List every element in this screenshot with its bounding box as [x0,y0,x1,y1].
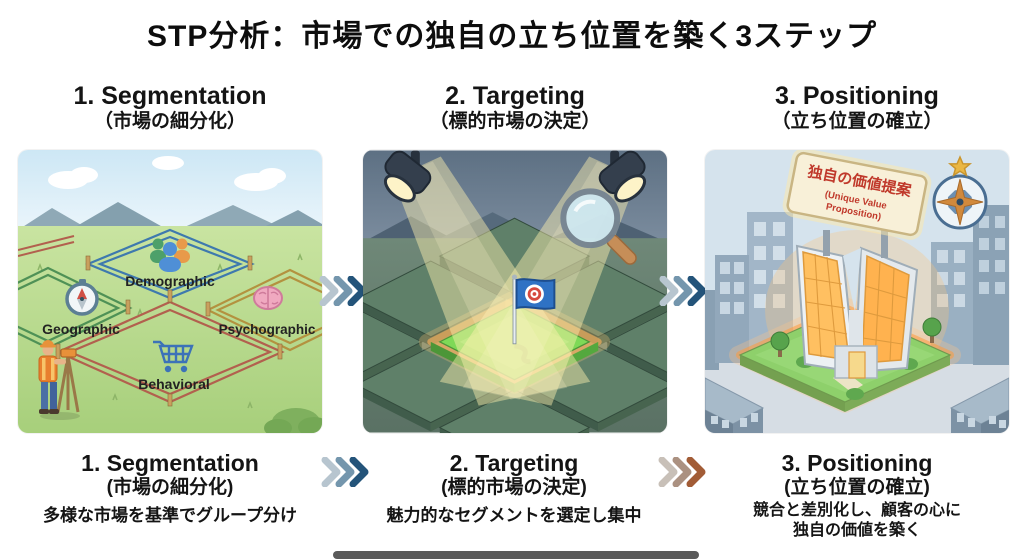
header-targeting: 2. Targeting （標的市場の決定） [363,83,667,134]
targeting-panel [363,150,667,433]
positioning-illustration: 独自の価値提案 (Unique Value Proposition) [705,150,1009,433]
uvp-building [795,244,919,379]
mountains [18,202,322,230]
header-segmentation-subtitle: （市場の細分化） [93,111,246,132]
caption-positioning-desc-line1: 競合と差別化し、顧客の心に [752,502,961,519]
header-segmentation: 1. Segmentation （市場の細分化） [18,83,322,134]
header-segmentation-title: 1. Segmentation [73,82,267,110]
bg-fence-lines [18,235,75,257]
grass-tufts [37,252,303,409]
caption-positioning-title: 3. Positioning [781,450,933,476]
compass-rose-icon [932,174,988,230]
behavioral-label: Behavioral [138,376,210,392]
spotlight-icon [598,150,647,203]
psychographic-fence [205,268,322,352]
cart-icon [153,340,194,373]
star-icon [947,155,973,177]
caption-segmentation: 1. Segmentation (市場の細分化) 多様な市場を基準でグループ分け [18,450,322,527]
geographic-label: Geographic [42,321,120,337]
page-title: STP分析：市場での独自の立ち位置を築く3ステップ [146,20,878,53]
header-positioning-title: 3. Positioning [775,82,939,110]
cloud-icon [48,156,286,191]
arrow-target-to-pos-icon [659,276,707,306]
surveyor-figure [38,340,80,420]
caption-positioning: 3. Positioning (立ち位置の確立) 競合と差別化し、顧客の心に 独… [700,450,1014,541]
caption-targeting-title: 2. Targeting [449,450,579,476]
caption-positioning-desc-line2: 独自の価値を築く [792,522,921,539]
caption-segmentation-subtitle: (市場の細分化) [106,477,234,498]
brain-icon [253,286,283,310]
psychographic-label: Psychographic [219,322,316,337]
fence-posts [55,255,283,407]
foreground-buildings [705,377,1009,433]
flag-shadow [514,343,531,365]
arrow-caption-1-icon [321,457,369,487]
bush [264,408,322,433]
caption-targeting-desc: 魅力的なセグメントを選定し集中 [386,506,642,525]
arrow-caption-2-icon [658,457,706,487]
target-flag-icon [511,274,556,345]
compass-icon [65,279,99,316]
caption-positioning-subtitle: (立ち位置の確立) [784,477,930,498]
magnifier-icon [560,188,637,265]
segmentation-illustration: Demographic Geographic Psychographic Beh… [18,150,322,433]
header-targeting-subtitle: （標的市場の決定） [429,111,601,132]
footer-bar [333,551,699,559]
header-positioning-subtitle: （立ち位置の確立） [771,111,943,132]
spotlight-icon [383,150,432,203]
targeting-illustration [363,150,667,433]
demographic-label: Demographic [125,273,215,289]
caption-targeting-subtitle: (標的市場の決定) [441,477,587,498]
billboard: 独自の価値提案 (Unique Value Proposition) [782,150,932,258]
background-buildings [705,205,1009,370]
segmentation-panel: Demographic Geographic Psychographic Beh… [18,150,322,433]
caption-targeting: 2. Targeting (標的市場の決定) 魅力的なセグメントを選定し集中 [362,450,666,527]
positioning-panel: 独自の価値提案 (Unique Value Proposition) [705,150,1009,433]
header-positioning: 3. Positioning （立ち位置の確立） [705,83,1009,134]
people-icon [150,238,190,272]
caption-segmentation-desc: 多様な市場を基準でグループ分け [43,506,297,525]
header-targeting-title: 2. Targeting [445,82,585,110]
caption-segmentation-title: 1. Segmentation [81,450,259,476]
